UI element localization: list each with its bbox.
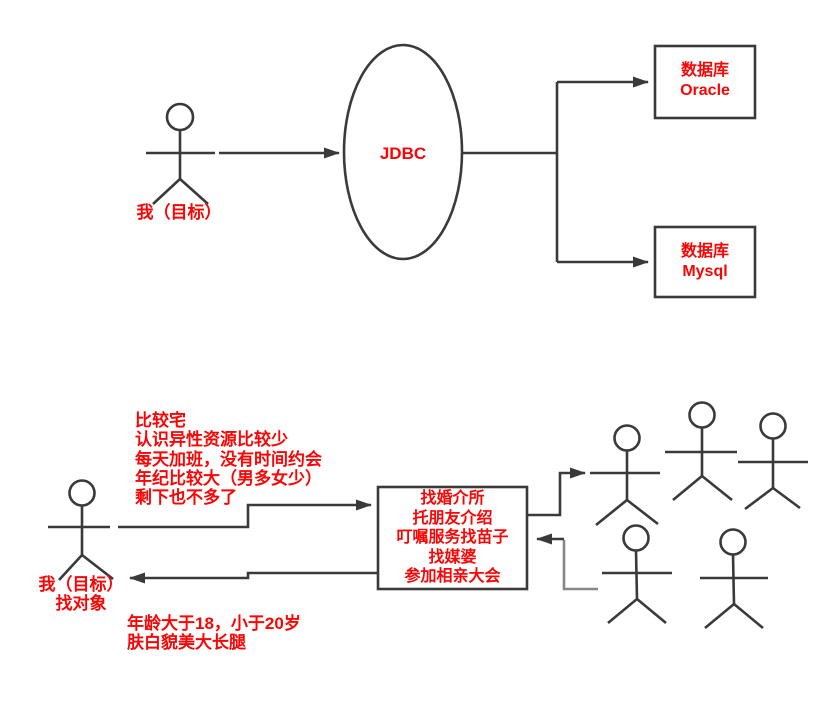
constraint-note-line: 每天加班，没有时间约会 xyxy=(135,449,322,469)
constraint-note-line: 年纪比较大（男多女少） xyxy=(135,468,322,488)
mysql-db-label-line1: 数据库 xyxy=(680,243,729,260)
process-box-line: 参加相亲大会 xyxy=(404,568,501,586)
arrow-process-box-to-candidates xyxy=(527,467,586,517)
top-actor-label: 我（目标） xyxy=(136,203,222,222)
requirement-notes: 年龄大于18，小于20岁 肤白貌美大长腿 xyxy=(127,614,301,653)
oracle-db-label-line2: Oracle xyxy=(680,82,730,99)
bottom-actor-label: 我（目标） 找对象 xyxy=(26,575,136,614)
oracle-db-box xyxy=(653,44,757,120)
candidate-figure-1-icon xyxy=(590,424,660,527)
process-box-line: 叮嘱服务找苗子 xyxy=(396,529,509,547)
constraint-notes: 比较宅 认识异性资源比较少 每天加班，没有时间约会 年纪比较大（男多女少） 剩下… xyxy=(135,411,322,507)
arrow-process-box-to-actor xyxy=(129,571,378,584)
process-box-line: 找婚介所 xyxy=(420,490,485,508)
candidate-figure-4-icon xyxy=(602,524,672,625)
mysql-db-label: 数据库 Mysql xyxy=(655,242,755,282)
candidate-figure-2-icon xyxy=(665,401,737,502)
constraint-note-line: 剩下也不多了 xyxy=(135,488,237,508)
bottom-actor-figure-icon xyxy=(48,479,114,581)
candidate-figure-3-icon xyxy=(738,412,808,511)
connector-jdbc-to-databases xyxy=(462,76,649,268)
constraint-note-line: 比较宅 xyxy=(135,411,186,430)
requirement-note-line: 肤白貌美大长腿 xyxy=(127,633,246,653)
process-box-label: 找婚介所 托朋友介绍 叮嘱服务找苗子 找媒婆 参加相亲大会 xyxy=(378,487,527,589)
mysql-db-box xyxy=(653,225,757,299)
process-box-line: 找媒婆 xyxy=(428,548,477,566)
process-box-line: 托朋友介绍 xyxy=(412,509,493,527)
process-box xyxy=(376,485,529,591)
bottom-actor-label-line2: 找对象 xyxy=(55,594,107,614)
top-actor-figure-icon xyxy=(146,102,215,205)
mysql-db-label-line2: Mysql xyxy=(682,263,728,280)
candidate-figure-5-icon xyxy=(700,528,768,630)
oracle-db-label-line1: 数据库 xyxy=(680,62,729,79)
connector-candidates-return xyxy=(562,540,598,591)
jdbc-usecase-label: JDBC xyxy=(379,144,427,163)
arrow-actor-to-process-box xyxy=(118,499,372,529)
constraint-note-line: 认识异性资源比较少 xyxy=(135,430,288,450)
bottom-actor-label-line1: 我（目标） xyxy=(38,575,124,594)
oracle-db-label: 数据库 Oracle xyxy=(655,61,755,101)
requirement-note-line: 年龄大于18，小于20岁 xyxy=(127,614,301,633)
